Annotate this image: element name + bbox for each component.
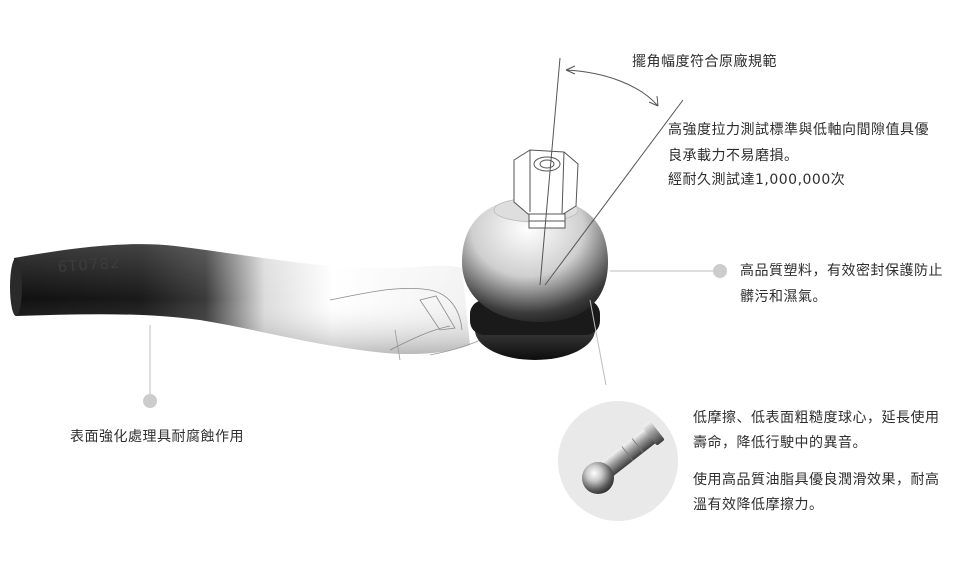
durability-text: 經耐久測試達1,000,000次 xyxy=(668,172,846,188)
ball-leader-line xyxy=(589,299,607,386)
ball-stud-detail xyxy=(558,401,678,521)
grease-text-2: 溫有效降低摩擦力。 xyxy=(693,497,824,513)
plastic-seal-text-1: 高品質塑料，有效密封保護防止 xyxy=(740,263,943,279)
part-marking-emboss: 6T0782 xyxy=(57,254,121,276)
stud-and-nut-wireframe xyxy=(513,149,579,229)
plastic-callout-dot xyxy=(713,264,727,278)
surface-treatment-text: 表面強化處理具耐腐蝕作用 xyxy=(70,429,244,445)
tensile-strength-text-1: 高強度拉力測試標準與低軸向間隙值具優 xyxy=(668,122,929,138)
svg-text:6T0782: 6T0782 xyxy=(57,254,121,276)
plastic-seal-text-2: 髒污和濕氣。 xyxy=(740,289,827,305)
low-friction-text-2: 壽命，降低行駛中的異音。 xyxy=(693,435,867,451)
swing-angle-guide xyxy=(539,57,684,286)
tensile-strength-text-2: 良承載力不易磨損。 xyxy=(668,148,799,164)
tie-rod-body xyxy=(10,244,486,361)
low-friction-text-1: 低摩擦、低表面粗糙度球心，延長使用 xyxy=(693,410,940,426)
grease-text-1: 使用高品質油脂具優良潤滑效果，耐高 xyxy=(693,472,940,488)
surface-callout-dot xyxy=(143,394,157,408)
swing-angle-label: 擺角幅度符合原廠規範 xyxy=(632,54,777,70)
